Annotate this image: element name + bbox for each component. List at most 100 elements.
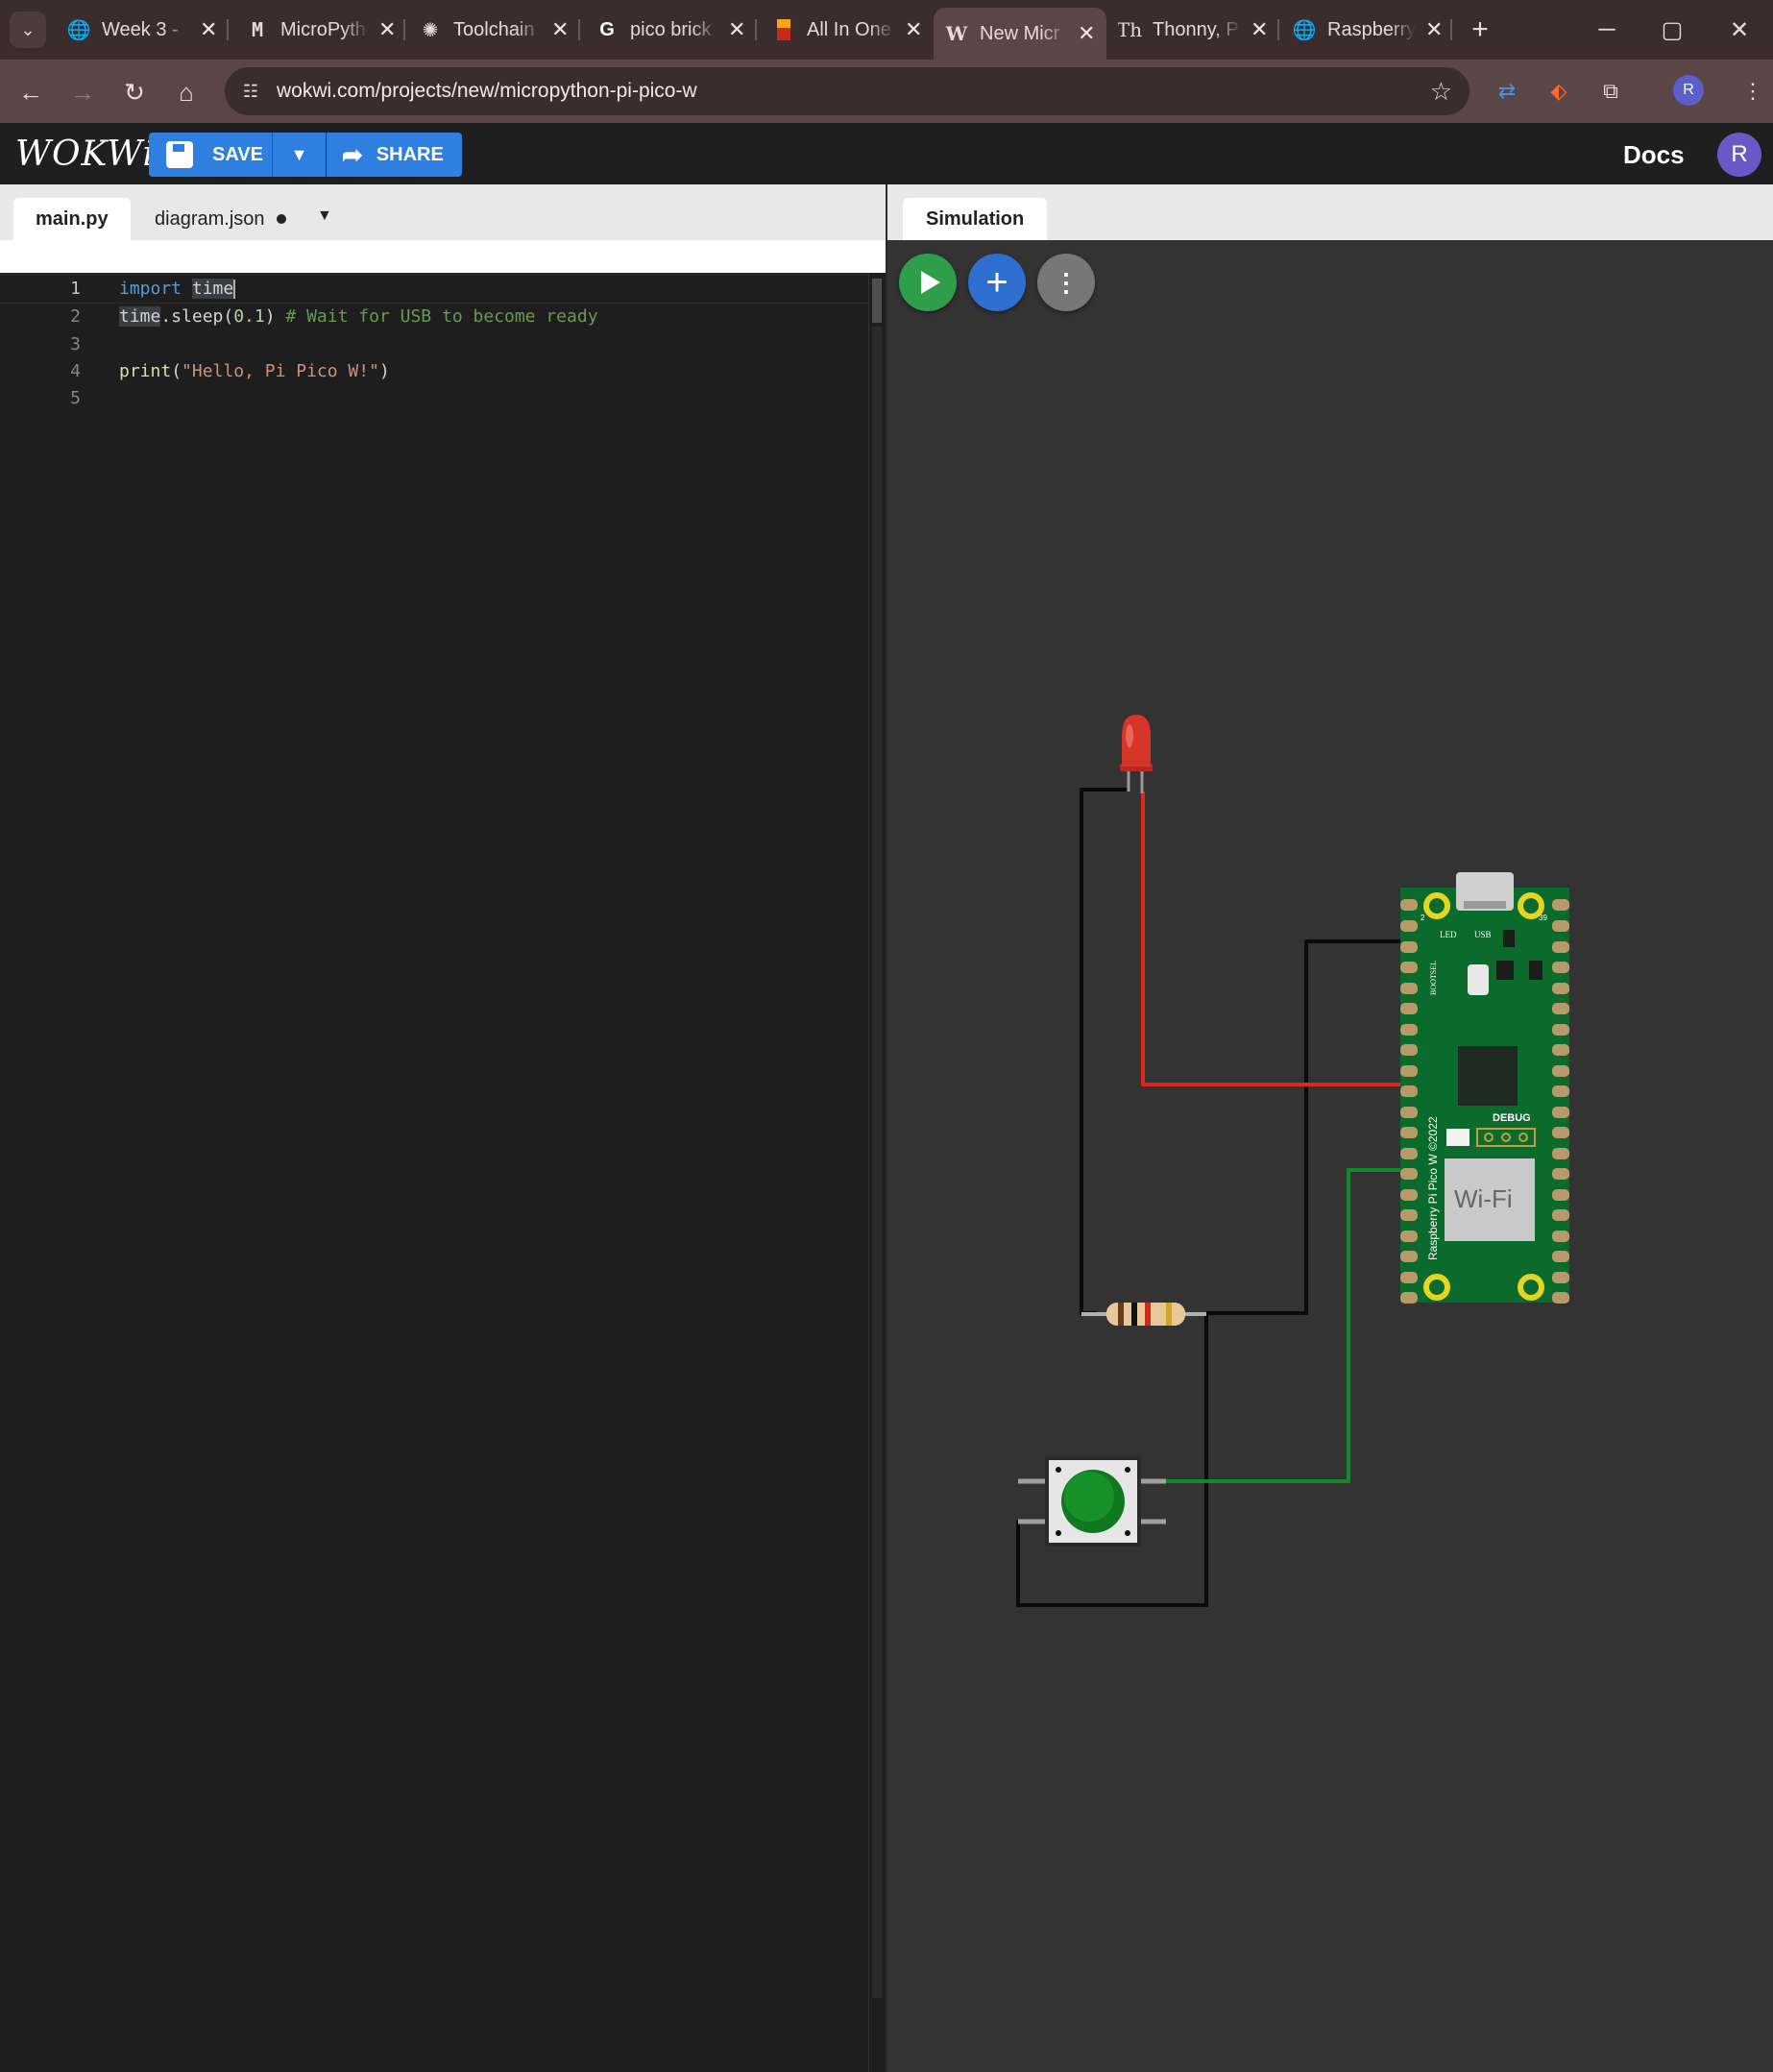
save-button[interactable]: SAVE <box>149 133 272 177</box>
browser-profile-avatar[interactable]: R <box>1673 75 1704 106</box>
tab-diagram-json[interactable]: diagram.json <box>133 198 308 240</box>
micropython-icon: M <box>251 18 264 41</box>
editor-tab-bar: main.py diagram.json ▼ <box>0 184 886 240</box>
extension-icon[interactable]: ⬖ <box>1550 79 1567 103</box>
close-icon[interactable]: ✕ <box>1251 17 1269 41</box>
globe-icon: 🌐 <box>1293 19 1317 41</box>
wire-black-led-resistor[interactable] <box>1080 788 1128 1315</box>
maximize-icon[interactable]: ▢ <box>1661 16 1684 43</box>
code-line[interactable]: 1 import time <box>0 274 869 304</box>
wifi-label: Wi-Fi <box>1454 1184 1513 1213</box>
minimize-icon[interactable]: ─ <box>1598 16 1615 42</box>
wire-red-led-gpio[interactable] <box>1141 792 1404 1086</box>
debug-label: DEBUG <box>1493 1112 1531 1124</box>
home-icon[interactable]: ⌂ <box>179 77 194 107</box>
tab-divider <box>578 19 580 40</box>
tab-search-dropdown-button[interactable]: ⌄ <box>10 12 46 48</box>
site-info-icon[interactable]: ☷ <box>242 81 259 101</box>
address-bar[interactable]: ☷ wokwi.com/projects/new/micropython-pi-… <box>225 67 1469 115</box>
wokwi-icon: W <box>945 22 968 45</box>
share-button[interactable]: ➦ SHARE <box>327 133 462 177</box>
line-number: 3 <box>70 334 81 354</box>
wire-black-resistor-gnd[interactable] <box>1206 939 1404 1315</box>
docs-link[interactable]: Docs <box>1623 140 1685 169</box>
code-token: import <box>119 279 182 299</box>
close-icon[interactable]: ✕ <box>728 17 746 41</box>
code-line[interactable]: 2 time.sleep(0.1) # Wait for USB to beco… <box>0 303 868 330</box>
play-icon <box>921 271 940 294</box>
scrollbar-thumb[interactable] <box>872 279 882 323</box>
scrollbar-track[interactable] <box>872 327 882 1998</box>
user-avatar[interactable]: R <box>1717 133 1761 177</box>
browser-tab-7[interactable]: Th Thonny, P ✕ <box>1118 10 1268 50</box>
new-tab-button[interactable]: + <box>1471 13 1489 45</box>
kebab-menu-icon[interactable]: ⋮ <box>1742 79 1763 103</box>
tab-label: diagram.json <box>155 207 265 230</box>
board-name-label: Raspberry Pi Pico W ©2022 <box>1426 1116 1440 1260</box>
code-comment: # Wait for USB to become ready <box>285 306 598 327</box>
close-icon[interactable]: ✕ <box>200 17 218 41</box>
close-icon[interactable]: ✕ <box>551 17 570 41</box>
editor-pane: main.py diagram.json ▼ 1 import time 2 t… <box>0 184 886 2072</box>
save-options-dropdown[interactable]: ▼ <box>272 133 326 177</box>
back-icon[interactable]: ← <box>18 77 43 107</box>
line-number: 1 <box>70 279 81 299</box>
bookmark-star-icon[interactable]: ☆ <box>1429 77 1452 106</box>
editor-scrollbar[interactable] <box>868 273 886 2072</box>
thonny-icon: Th <box>1118 18 1143 41</box>
forward-icon[interactable]: → <box>70 77 95 107</box>
wokwi-logo[interactable]: WOKWi <box>15 134 156 174</box>
extensions-puzzle-icon[interactable]: ⧉ <box>1603 79 1618 103</box>
circuit-canvas[interactable]: 2 39 LED USB BOOTSEL DEBUG Wi-Fi Raspber… <box>887 184 1773 2072</box>
code-editor[interactable]: 1 import time 2 time.sleep(0.1) # Wait f… <box>0 273 869 2072</box>
tab-title: All In One <box>807 18 891 40</box>
extension-icon[interactable]: ⇄ <box>1497 79 1517 103</box>
browser-tab-6-active[interactable]: W New Micr ✕ <box>934 8 1107 60</box>
browser-tab-1[interactable]: 🌐 Week 3 - ✕ <box>67 10 217 50</box>
reload-icon[interactable]: ↻ <box>124 77 145 107</box>
browser-tab-8[interactable]: 🌐 Raspberry ✕ <box>1293 10 1443 50</box>
code-token: ) <box>264 306 276 327</box>
push-button-green[interactable] <box>1018 1456 1166 1547</box>
browser-tab-4[interactable]: G pico brick ✕ <box>595 10 745 50</box>
code-token: print <box>119 361 172 381</box>
tab-divider <box>1277 19 1279 40</box>
raspberry-pi-pico-w-board[interactable]: 2 39 LED USB BOOTSEL DEBUG Wi-Fi Raspber… <box>1400 872 1569 1304</box>
code-token: time <box>191 279 234 299</box>
code-token: 0.1 <box>233 306 265 327</box>
tab-title: Thonny, P <box>1153 18 1239 40</box>
resistor[interactable] <box>1081 1303 1206 1326</box>
line-number: 4 <box>70 361 81 381</box>
close-icon[interactable]: ✕ <box>378 17 397 41</box>
close-icon[interactable]: ✕ <box>1425 17 1444 41</box>
add-part-button[interactable]: + <box>968 254 1026 311</box>
share-label: SHARE <box>376 143 444 165</box>
tab-main-py[interactable]: main.py <box>13 198 131 240</box>
save-label: SAVE <box>212 143 263 165</box>
code-token: time <box>119 306 161 327</box>
start-simulation-button[interactable] <box>899 254 957 311</box>
browser-tab-2[interactable]: M MicroPyth ✕ <box>246 10 396 50</box>
file-menu-caret-icon[interactable]: ▼ <box>317 207 332 224</box>
window-close-icon[interactable]: ✕ <box>1729 16 1750 43</box>
browser-toolbar: ← → ↻ ⌂ ☷ wokwi.com/projects/new/micropy… <box>0 60 1773 123</box>
browser-tab-5[interactable]: All In One ✕ <box>772 10 922 50</box>
led-red[interactable] <box>1120 715 1153 793</box>
usb-label: USB <box>1474 930 1492 939</box>
wire-green-button-gpio[interactable] <box>1166 1168 1404 1483</box>
url-text[interactable]: wokwi.com/projects/new/micropython-pi-pi… <box>277 80 697 102</box>
tab-simulation[interactable]: Simulation <box>903 198 1048 240</box>
close-icon[interactable]: ✕ <box>1078 21 1096 45</box>
close-icon[interactable]: ✕ <box>905 17 923 41</box>
browser-tab-3[interactable]: ✺ Toolchain ✕ <box>419 10 570 50</box>
line-number: 5 <box>70 388 81 408</box>
led-label: LED <box>1440 930 1457 939</box>
line-number: 2 <box>70 306 81 327</box>
more-options-button[interactable]: ⋮ <box>1037 254 1095 311</box>
simulation-tab-bar: Simulation <box>887 184 1773 240</box>
tab-title: Week 3 - <box>102 18 179 40</box>
code-line[interactable]: 3 <box>0 330 868 358</box>
code-line[interactable]: 4 print("Hello, Pi Pico W!") <box>0 357 868 385</box>
simulation-pane: Simulation + ⋮ <box>886 184 1773 2072</box>
code-line[interactable]: 5 <box>0 384 868 412</box>
